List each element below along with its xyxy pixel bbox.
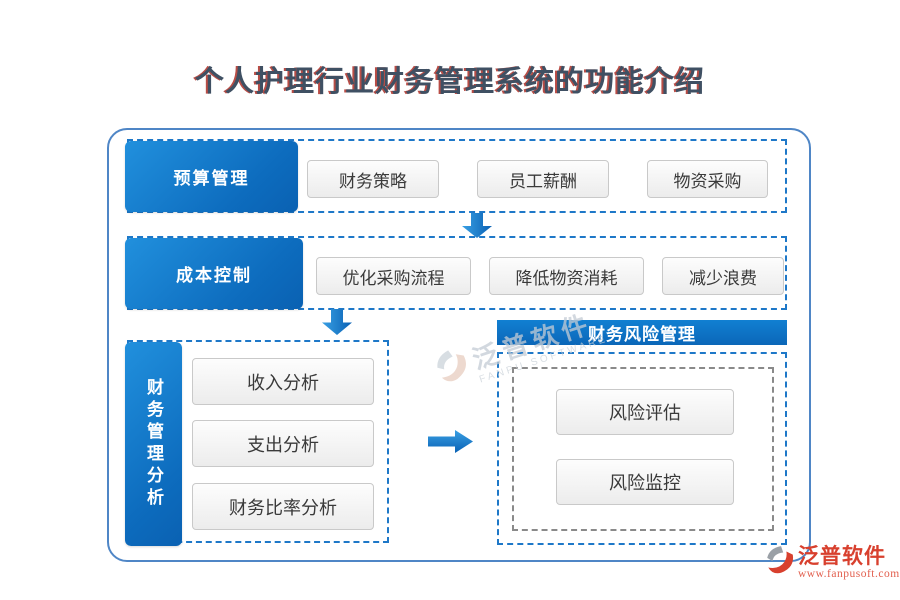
node-reduce-waste: 减少浪费 bbox=[662, 257, 784, 295]
node-cost-control: 成本控制 bbox=[125, 238, 303, 309]
node-employee-salary: 员工薪酬 bbox=[477, 160, 609, 198]
node-financial-analysis: 财务管理分析 bbox=[125, 342, 182, 546]
risk-panel-header: 财务风险管理 bbox=[497, 320, 787, 345]
node-budget-management: 预算管理 bbox=[125, 141, 298, 212]
node-optimize-procurement: 优化采购流程 bbox=[316, 257, 471, 295]
footer-brand: 泛普软件 bbox=[798, 544, 886, 568]
node-reduce-material-consumption: 降低物资消耗 bbox=[489, 257, 644, 295]
node-risk-monitoring: 风险监控 bbox=[556, 459, 734, 505]
node-material-procurement: 物资采购 bbox=[647, 160, 768, 198]
node-expense-analysis: 支出分析 bbox=[192, 420, 374, 467]
node-financial-ratio-analysis: 财务比率分析 bbox=[192, 483, 374, 530]
risk-panel-inner-group bbox=[512, 367, 774, 531]
node-risk-assessment: 风险评估 bbox=[556, 389, 734, 435]
node-financial-strategy: 财务策略 bbox=[307, 160, 439, 198]
node-income-analysis: 收入分析 bbox=[192, 358, 374, 405]
footer-url: www.fanpusoft.com bbox=[798, 568, 900, 580]
page-title: 个人护理行业财务管理系统的功能介绍 bbox=[194, 66, 705, 98]
risk-panel-group bbox=[497, 352, 787, 545]
footer-logo: 泛普软件 www.fanpusoft.com bbox=[764, 544, 900, 581]
fanpu-logo-icon bbox=[764, 544, 796, 581]
